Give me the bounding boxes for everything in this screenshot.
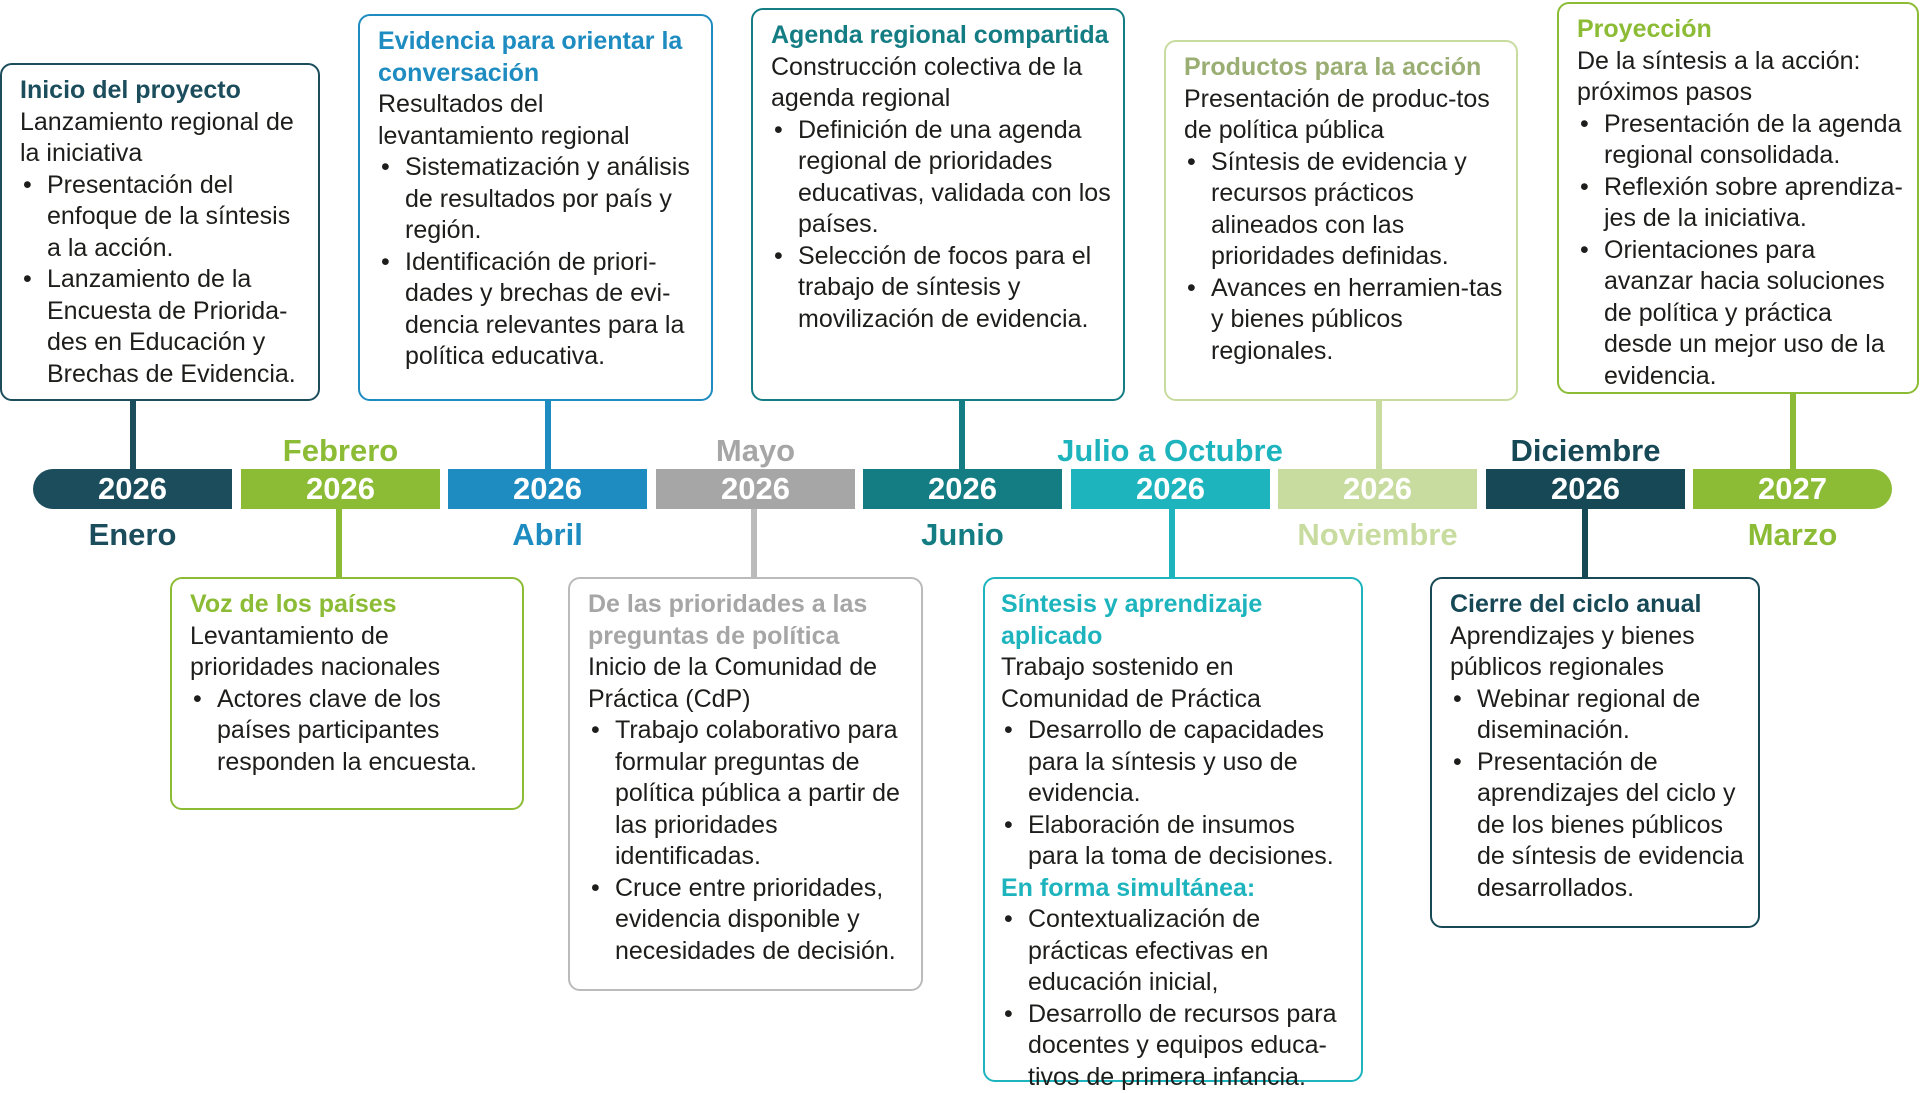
bullet-item: Trabajo colaborativo para formular pregu… <box>588 715 909 873</box>
timeline-segment-junio: 2026 <box>863 469 1062 509</box>
card-mayo: De las prioridades a las preguntas de po… <box>568 577 923 991</box>
card-title: De las prioridades a las preguntas de po… <box>588 589 909 652</box>
timeline-segment-abril: 2026 <box>448 469 647 509</box>
card-febrero: Voz de los países Levantamiento de prior… <box>170 577 524 810</box>
connector-junio <box>959 401 965 469</box>
bullet-item: Presentación del enfoque de la síntesis … <box>20 170 306 265</box>
card-title: Cierre del ciclo anual <box>1450 589 1746 621</box>
connector-febrero <box>336 509 342 577</box>
card-bullets-2: Contextualización de prácticas efectivas… <box>1001 904 1349 1093</box>
card-title: Agenda regional compartida <box>771 20 1111 52</box>
month-label-abril: Abril <box>448 517 647 553</box>
card-bullets: Actores clave de los países participante… <box>190 684 510 779</box>
connector-enero <box>130 401 136 469</box>
card-bullets: Síntesis de evidencia y recursos práctic… <box>1184 147 1504 368</box>
card-bullets: Definición de una agenda regional de pri… <box>771 115 1111 336</box>
card-subtitle: Construcción colectiva de la agenda regi… <box>771 52 1111 115</box>
card-title: Evidencia para orientar la conversación <box>378 26 699 89</box>
card-abril: Evidencia para orientar la conversación … <box>358 14 713 401</box>
bullet-item: Lanzamiento de la Encuesta de Priorida-d… <box>20 264 306 390</box>
month-label-noviembre: Noviembre <box>1278 517 1477 553</box>
bullet-item: Síntesis de evidencia y recursos práctic… <box>1184 147 1504 273</box>
year-label: 2026 <box>928 471 997 507</box>
year-label: 2026 <box>513 471 582 507</box>
card-subtitle: Levantamiento de prioridades nacionales <box>190 621 510 684</box>
timeline-segment-diciembre: 2026 <box>1486 469 1685 509</box>
bullet-item: Elaboración de insumos para la toma de d… <box>1001 810 1349 873</box>
card-subtitle: De la síntesis a la acción: próximos pas… <box>1577 46 1905 109</box>
bullet-item: Presentación de la agenda regional conso… <box>1577 109 1905 172</box>
timeline-segment-febrero: 2026 <box>241 469 440 509</box>
connector-diciembre <box>1582 509 1588 577</box>
bullet-item: Sistematización y análisis de resultados… <box>378 152 699 247</box>
connector-mayo <box>751 509 757 577</box>
card-subtitle: Lanzamiento regional de la iniciativa <box>20 107 306 170</box>
card-subtitle: Aprendizajes y bienes públicos regionale… <box>1450 621 1746 684</box>
card-julio-octubre: Síntesis y aprendizaje aplicado Trabajo … <box>983 577 1363 1082</box>
bullet-item: Desarrollo de recursos para docentes y e… <box>1001 999 1349 1093</box>
timeline-segment-enero: 2026 <box>33 469 232 509</box>
card-bullets: Presentación del enfoque de la síntesis … <box>20 170 306 391</box>
month-label-enero: Enero <box>33 517 232 553</box>
bullet-item: Definición de una agenda regional de pri… <box>771 115 1111 241</box>
year-label: 2027 <box>1758 471 1827 507</box>
month-label-mayo: Mayo <box>656 433 855 469</box>
connector-abril <box>545 401 551 469</box>
timeline-segment-marzo: 2027 <box>1693 469 1892 509</box>
card-bullets: Webinar regional de diseminación. Presen… <box>1450 684 1746 905</box>
card-subtitle: Resultados del levantamiento regional <box>378 89 699 152</box>
timeline-segment-julio-octubre: 2026 <box>1071 469 1270 509</box>
connector-marzo <box>1790 394 1796 469</box>
bullet-item: Actores clave de los países participante… <box>190 684 510 779</box>
year-label: 2026 <box>1343 471 1412 507</box>
year-label: 2026 <box>98 471 167 507</box>
bullet-item: Orientaciones para avanzar hacia solucio… <box>1577 235 1905 393</box>
bullet-item: Contextualización de prácticas efectivas… <box>1001 904 1349 999</box>
bullet-item: Cruce entre prioridades, evidencia dispo… <box>588 873 909 968</box>
connector-julio-octubre <box>1169 509 1175 577</box>
bullet-item: Desarrollo de capacidades para la síntes… <box>1001 715 1349 810</box>
month-label-marzo: Marzo <box>1693 517 1892 553</box>
card-bullets: Sistematización y análisis de resultados… <box>378 152 699 373</box>
card-title: Inicio del proyecto <box>20 75 306 107</box>
card-title: Voz de los países <box>190 589 510 621</box>
timeline-segment-noviembre: 2026 <box>1278 469 1477 509</box>
card-subtitle: Trabajo sostenido en Comunidad de Prácti… <box>1001 652 1349 715</box>
month-label-junio: Junio <box>863 517 1062 553</box>
card-diciembre: Cierre del ciclo anual Aprendizajes y bi… <box>1430 577 1760 928</box>
card-bullets: Desarrollo de capacidades para la síntes… <box>1001 715 1349 873</box>
card-subtitle: Presentación de produc-tos de política p… <box>1184 84 1504 147</box>
card-title: Síntesis y aprendizaje aplicado <box>1001 589 1349 652</box>
connector-noviembre <box>1376 401 1382 469</box>
bullet-item: Selección de focos para el trabajo de sí… <box>771 241 1111 336</box>
card-marzo: Proyección De la síntesis a la acción: p… <box>1557 2 1919 394</box>
bullet-item: Webinar regional de diseminación. <box>1450 684 1746 747</box>
card-bullets: Presentación de la agenda regional conso… <box>1577 109 1905 393</box>
card-noviembre: Productos para la acción Presentación de… <box>1164 40 1518 401</box>
year-label: 2026 <box>721 471 790 507</box>
card-title: Proyección <box>1577 14 1905 46</box>
year-label: 2026 <box>1136 471 1205 507</box>
card-enero: Inicio del proyecto Lanzamiento regional… <box>0 63 320 401</box>
bullet-item: Identificación de priori-dades y brechas… <box>378 247 699 373</box>
bullet-item: Avances en herramien-tas y bienes públic… <box>1184 273 1504 368</box>
card-title: Productos para la acción <box>1184 52 1504 84</box>
month-label-diciembre: Diciembre <box>1486 433 1685 469</box>
year-label: 2026 <box>306 471 375 507</box>
card-junio: Agenda regional compartida Construcción … <box>751 8 1125 401</box>
year-label: 2026 <box>1551 471 1620 507</box>
timeline-segment-mayo: 2026 <box>656 469 855 509</box>
card-subtitle: Inicio de la Comunidad de Práctica (CdP) <box>588 652 909 715</box>
card-middle-title: En forma simultánea: <box>1001 873 1349 905</box>
card-bullets: Trabajo colaborativo para formular pregu… <box>588 715 909 967</box>
bullet-item: Presentación de aprendizajes del ciclo y… <box>1450 747 1746 905</box>
month-label-febrero: Febrero <box>241 433 440 469</box>
bullet-item: Reflexión sobre aprendiza-jes de la inic… <box>1577 172 1905 235</box>
month-label-julio-octubre: Julio a Octubre <box>1040 433 1300 469</box>
